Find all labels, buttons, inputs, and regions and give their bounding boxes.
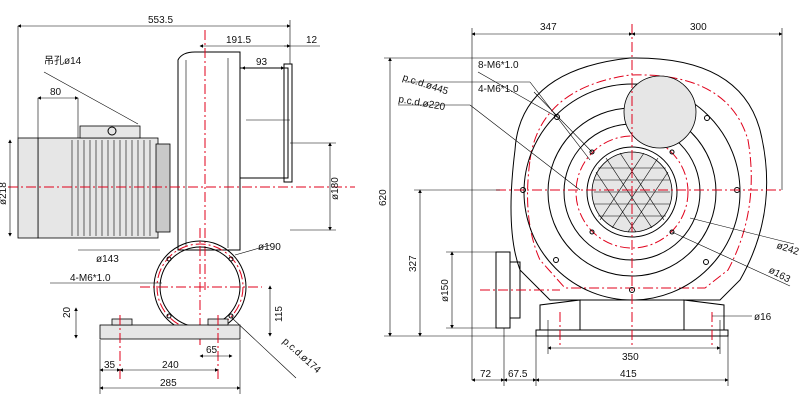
dim-347: 347 <box>540 22 557 33</box>
dim-20: 20 <box>62 306 73 318</box>
dim-327: 327 <box>408 255 419 272</box>
dim-inlet-190: ø190 <box>258 242 281 253</box>
motor-fins <box>71 140 151 236</box>
outlet-circle <box>623 75 697 149</box>
dim-67-5: 67.5 <box>508 369 528 380</box>
dim-80: 80 <box>50 87 62 98</box>
bolts-4: 4-M6*1.0 <box>478 84 519 95</box>
side-view: 553.5 191.5 12 93 吊孔ø14 80 ø218 ø180 ø14… <box>0 15 355 394</box>
dim-620: 620 <box>378 189 389 206</box>
dim-65: 65 <box>206 345 218 356</box>
dim-415: 415 <box>620 369 637 380</box>
outlet-flange <box>283 63 293 183</box>
dim-overall-length: 553.5 <box>148 15 173 26</box>
dim-inlet-143: ø143 <box>96 254 119 265</box>
dim-motor-diameter: ø218 <box>0 182 9 205</box>
front-view: 347 300 8-M6*1.0 4-M6*1.0 p.c.d.ø445 p.c… <box>378 22 801 386</box>
dim-35: 35 <box>104 360 116 371</box>
dim-outlet-depth: 93 <box>256 57 268 68</box>
outlet-body <box>239 67 289 179</box>
dim-flange-thickness: 12 <box>306 35 318 46</box>
dim-350: 350 <box>622 352 639 363</box>
pcd-label: p.c.d.ø174 <box>280 336 323 376</box>
volute-outer <box>510 57 768 301</box>
pcd-220: p.c.d.ø220 <box>397 94 446 113</box>
base-plate <box>99 324 241 340</box>
lifting-hole-label: 吊孔ø14 <box>44 55 82 67</box>
dim-300: 300 <box>690 22 707 33</box>
volute-pcd <box>527 74 752 289</box>
dim-outlet-width: 191.5 <box>226 35 251 46</box>
dim-285: 285 <box>160 378 177 389</box>
dim-150: ø150 <box>440 279 451 302</box>
dim-16: ø16 <box>754 312 772 323</box>
motor-body <box>37 137 159 239</box>
dim-115: 115 <box>274 306 285 322</box>
motor-end-cover <box>17 137 39 239</box>
lifting-eye <box>107 126 117 136</box>
dim-240: 240 <box>162 360 179 371</box>
dim-163: ø163 <box>767 265 793 286</box>
dim-72: 72 <box>480 369 492 380</box>
foot-right <box>683 299 725 331</box>
inlet-pcd-circle <box>575 135 689 249</box>
motor-flange <box>155 143 171 233</box>
bolts-label: 4-M6*1.0 <box>70 273 111 284</box>
dim-242: ø242 <box>775 240 800 258</box>
housing-side <box>177 51 241 251</box>
dim-180: ø180 <box>330 177 341 200</box>
pcd-445: p.c.d.ø445 <box>401 72 450 97</box>
bolts-8: 8-M6*1.0 <box>478 60 519 71</box>
terminal-box <box>79 125 141 139</box>
